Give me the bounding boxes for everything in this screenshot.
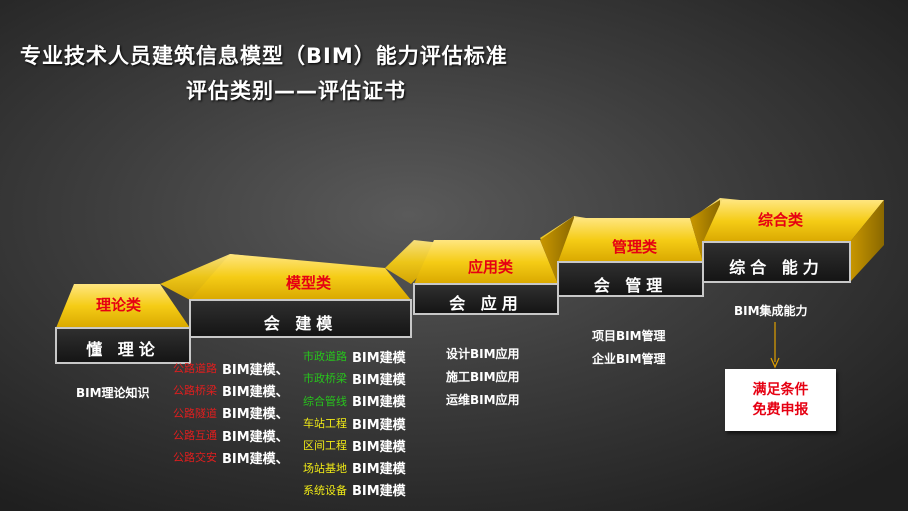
list-item-value: BIM建模、 [222, 451, 289, 467]
list-item-label: 公路隧道 [173, 406, 217, 420]
list-item-label: 公路桥梁 [173, 384, 217, 398]
modeling-left-list: 公路道路 BIM建模、 公路桥梁 BIM建模、 公路隧道 BIM建模、 公路互通 BIM… [173, 357, 289, 468]
action-management: 会 管理 [593, 276, 668, 295]
list-item-value: BIM建模 [352, 350, 406, 366]
list-item-label: 车站工程 [303, 417, 347, 431]
list-item: 公路隧道 BIM建模、 [173, 402, 289, 424]
step-4-top [558, 218, 703, 262]
management-item-project: 项目BIM管理 [592, 329, 666, 343]
list-item-value: BIM建模 [352, 417, 406, 433]
list-item: 区间工程 BIM建模 [303, 434, 406, 456]
action-application: 会 应用 [449, 294, 523, 313]
list-item-value: BIM建模、 [222, 429, 289, 445]
apply-free-button[interactable]: 满足条件 免费申报 [725, 369, 836, 431]
list-item-value: BIM建模 [352, 484, 406, 500]
arrow-down-icon [770, 322, 780, 369]
step-4-box [557, 261, 704, 297]
list-item: 系统设备 BIM建模 [303, 479, 406, 501]
step-5-top [703, 200, 884, 242]
list-item: 市政道路 BIM建模 [303, 345, 406, 367]
list-item-value: BIM建模 [352, 439, 406, 455]
category-theory: 理论类 [96, 296, 142, 314]
title-line-2: 评估类别——评估证书 [186, 79, 406, 103]
list-item-label: 市政道路 [303, 350, 347, 364]
category-application: 应用类 [468, 258, 514, 276]
list-item-value: BIM建模、 [222, 407, 289, 423]
list-item-value: BIM建模、 [222, 362, 289, 378]
management-item-enterprise: 企业BIM管理 [592, 352, 666, 366]
step-1-top [56, 284, 190, 328]
list-item: 综合管线 BIM建模 [303, 390, 406, 412]
cta-line-1: 满足条件 [752, 382, 809, 398]
list-item-label: 区间工程 [303, 439, 347, 453]
comprehensive-item: BIM集成能力 [734, 304, 808, 318]
list-item-label: 场站基地 [303, 461, 347, 475]
list-item-value: BIM建模 [352, 372, 406, 388]
list-item: 市政桥梁 BIM建模 [303, 367, 406, 389]
action-comprehensive: 综合 能力 [729, 258, 824, 277]
list-item: 公路交安 BIM建模、 [173, 446, 289, 468]
theory-item: BIM理论知识 [76, 386, 150, 400]
list-item-label: 公路道路 [173, 362, 217, 376]
action-theory: 懂 理论 [86, 340, 160, 359]
list-item-label: 综合管线 [303, 394, 347, 408]
list-item-value: BIM建模、 [222, 384, 289, 400]
title-line-1: 专业技术人员建筑信息模型（BIM）能力评估标准 [20, 44, 508, 68]
application-item-design: 设计BIM应用 [446, 347, 520, 361]
step-5-box [702, 241, 851, 283]
list-item: 公路道路 BIM建模、 [173, 357, 289, 379]
list-item: 车站工程 BIM建模 [303, 412, 406, 434]
list-item: 场站基地 BIM建模 [303, 456, 406, 478]
application-item-operation: 运维BIM应用 [446, 393, 520, 407]
list-item-label: 公路交安 [173, 451, 217, 465]
application-item-construction: 施工BIM应用 [446, 370, 520, 384]
list-item-value: BIM建模 [352, 462, 406, 478]
list-item: 公路桥梁 BIM建模、 [173, 379, 289, 401]
list-item: 公路互通 BIM建模、 [173, 424, 289, 446]
cta-line-2: 免费申报 [752, 402, 809, 418]
step-5-side [850, 200, 884, 282]
step-2-top [190, 254, 411, 300]
category-comprehensive: 综合类 [758, 211, 804, 229]
category-modeling: 模型类 [286, 274, 332, 292]
list-item-label: 市政桥梁 [303, 372, 347, 386]
action-modeling: 会 建模 [263, 314, 338, 333]
step-1-box [55, 327, 191, 364]
step-3-box [413, 283, 559, 315]
list-item-label: 公路互通 [173, 429, 217, 443]
category-management: 管理类 [612, 238, 658, 256]
step-3-top [414, 240, 558, 284]
list-item-value: BIM建模 [352, 395, 406, 411]
list-item-label: 系统设备 [303, 483, 347, 497]
step-2-box [189, 299, 412, 338]
